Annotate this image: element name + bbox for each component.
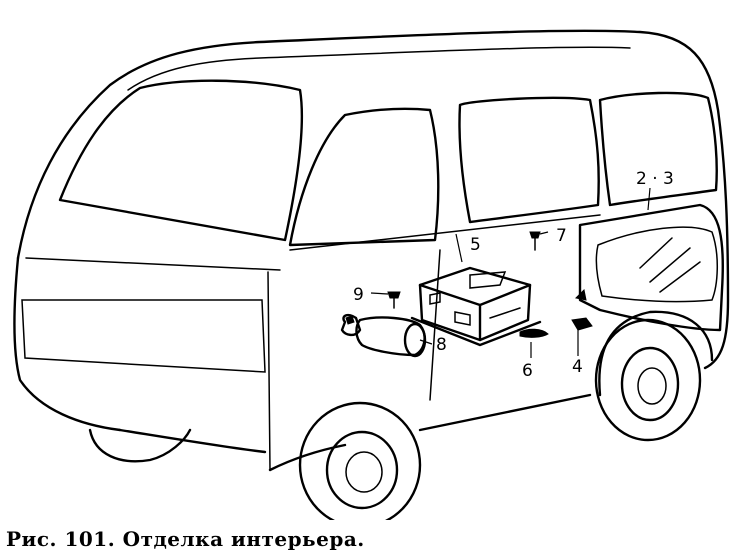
callout-8: 8 xyxy=(436,335,447,355)
screw-7 xyxy=(529,231,541,251)
screw-9 xyxy=(387,291,401,309)
front-left-wheel xyxy=(298,401,422,520)
wheels xyxy=(88,318,702,520)
windshield xyxy=(58,79,304,242)
front-left-hub xyxy=(325,430,399,510)
middle-side-window xyxy=(458,96,600,224)
callouts: 2 · 3 5 7 9 8 6 4 xyxy=(353,169,674,381)
rear-side-window xyxy=(598,91,718,207)
figure-caption: Рис. 101. Отделка интерьера. xyxy=(6,527,365,551)
clip-6 xyxy=(519,328,549,338)
rear-wheel xyxy=(594,318,702,442)
callout-9: 9 xyxy=(353,285,364,305)
van-interior-diagram: 2 · 3 5 7 9 8 6 4 xyxy=(13,29,730,520)
fire-extinguisher xyxy=(340,313,427,358)
front-wheel-arch xyxy=(88,428,192,463)
callout-7: 7 xyxy=(556,226,567,246)
callout-6: 6 xyxy=(522,361,533,381)
rear-hub xyxy=(620,346,680,422)
leader-lines xyxy=(370,187,651,358)
windows xyxy=(58,79,718,247)
callout-4: 4 xyxy=(572,357,583,377)
rear-trim-panel xyxy=(574,203,725,332)
storage-box xyxy=(410,266,542,347)
clip-4 xyxy=(571,317,593,331)
callout-5: 5 xyxy=(470,235,481,255)
front-side-window xyxy=(288,107,440,247)
callout-2-3: 2 · 3 xyxy=(636,169,674,189)
